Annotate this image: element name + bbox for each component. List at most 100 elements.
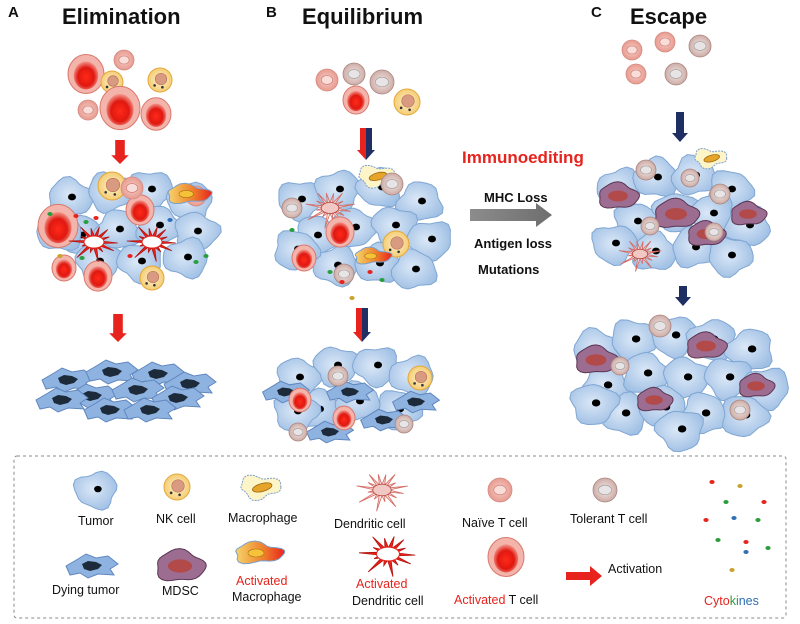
tolerant-t-cell-nucleus	[598, 484, 612, 496]
dying-tumor	[325, 380, 375, 404]
mdsc-nucleus	[608, 190, 628, 202]
tumor-nucleus	[612, 239, 620, 247]
activated-t-cell	[67, 54, 105, 94]
dying-tumor-core	[148, 369, 168, 379]
dying-tumor	[65, 553, 119, 579]
panel-b-title: Equilibrium	[302, 4, 423, 29]
activated-dendritic-cell	[358, 536, 416, 577]
mdsc-cell	[739, 372, 776, 398]
cytokine-dot	[47, 212, 53, 216]
tumor-nucleus	[138, 257, 146, 265]
legend-activated-dendritic-line1: Activated	[356, 577, 408, 591]
escape-tumor-mass	[591, 148, 772, 278]
cytokine-dot	[83, 220, 89, 224]
mdsc-cell	[637, 386, 674, 412]
cytokine-dot	[729, 568, 735, 572]
tumor-nucleus	[68, 193, 76, 201]
tumor-nucleus	[296, 373, 304, 381]
activated-t-cell-core	[130, 200, 150, 223]
tolerant-t-cell-nucleus	[385, 179, 399, 189]
tumor-nucleus	[336, 185, 344, 193]
cytokine-dot	[93, 216, 99, 220]
nk-cell	[139, 265, 165, 291]
dying-tumor-core	[168, 393, 188, 403]
cytokine-dot	[79, 256, 85, 260]
tolerant-t-cell	[635, 159, 657, 181]
tumor-cell	[351, 347, 397, 389]
legend-mdsc-label: MDSC	[162, 584, 199, 598]
legend-activated-t-cell-activated: Activated	[454, 593, 506, 607]
tumor-cell	[722, 328, 773, 370]
cytokine-dot	[743, 550, 749, 554]
activated-t-cell	[487, 537, 525, 577]
split-arrow	[353, 308, 371, 342]
nk-cell	[163, 473, 191, 501]
mdsc-cell	[687, 331, 729, 359]
tolerant-t-cell	[664, 62, 688, 86]
dying-tumor-core	[375, 415, 393, 425]
activated-t-cell-core	[292, 392, 308, 410]
tolerant-t-cell-nucleus	[714, 189, 726, 199]
dying-tumor-core	[82, 561, 102, 571]
cytokine-dot	[127, 254, 133, 258]
nk-granule	[397, 250, 400, 254]
activated-dendritic-cell-nucleus	[141, 235, 163, 249]
activated-macrophage-nucleus	[178, 190, 194, 198]
nk-cell-nucleus	[105, 177, 121, 193]
cytokine-dot	[743, 540, 749, 544]
naive-t-cell	[120, 176, 144, 200]
tolerant-t-cell-nucleus	[669, 69, 683, 79]
activated-macrophage	[235, 540, 286, 565]
tolerant-t-cell-nucleus	[332, 371, 344, 381]
cytokine-dot	[193, 260, 199, 264]
activated-t-cell	[125, 194, 155, 226]
macrophage	[694, 148, 728, 170]
tumor-nucleus	[194, 227, 202, 235]
tumor-nucleus	[314, 231, 322, 239]
tumor-cell	[591, 225, 639, 267]
tumor-nucleus	[418, 197, 426, 205]
activated-macrophage	[354, 246, 393, 265]
activated-t-cell-core	[88, 266, 108, 289]
dying-tumor-core	[321, 427, 339, 437]
panel-c-letter: C	[591, 4, 602, 21]
cytokine-dot	[765, 546, 771, 550]
activated-t-cell	[325, 216, 355, 248]
cytokine-dot	[723, 500, 729, 504]
nk-granule	[399, 106, 403, 110]
naive-t-cell-nucleus	[493, 484, 507, 496]
cytokine-dot	[379, 278, 385, 282]
nk-granule	[153, 283, 156, 287]
cytokines-part1: Cyto	[704, 594, 730, 608]
cytokine-dot	[731, 516, 737, 520]
panel-a-letter: A	[8, 4, 19, 21]
nk-cell	[407, 365, 433, 391]
cytokine-dot	[327, 270, 333, 274]
split-arrow-red-half	[353, 308, 362, 342]
red-down-arrow	[111, 140, 129, 164]
tolerant-t-cell	[394, 414, 414, 434]
activated-t-cell	[99, 85, 141, 131]
cytokine-dot	[349, 296, 355, 300]
tumor-nucleus	[728, 251, 736, 259]
naive-t-cell	[77, 99, 99, 121]
mdsc-nucleus	[747, 381, 765, 391]
dying-tumor-core	[52, 395, 72, 405]
nk-cell	[97, 171, 127, 201]
activated-dendritic-cell-nucleus	[376, 546, 400, 562]
nk-cell-nucleus	[390, 236, 404, 250]
activated-macrophage	[167, 182, 213, 205]
tumor-nucleus	[591, 399, 601, 407]
tumor-nucleus	[184, 253, 192, 261]
escape-lower-mass	[569, 314, 789, 453]
legend-naive-t-cell-label: Naïve T cell	[462, 516, 528, 530]
activated-dendritic-cell	[68, 226, 118, 262]
macrophage-nucleus	[252, 482, 273, 493]
dying-tumor	[41, 367, 95, 393]
naive-t-cell-nucleus	[630, 69, 642, 79]
legend-tolerant-t-cell-label: Tolerant T cell	[570, 512, 648, 526]
naive-t-cell	[315, 68, 339, 92]
tolerant-t-cell	[610, 356, 630, 376]
dying-tumor-core	[140, 405, 160, 415]
